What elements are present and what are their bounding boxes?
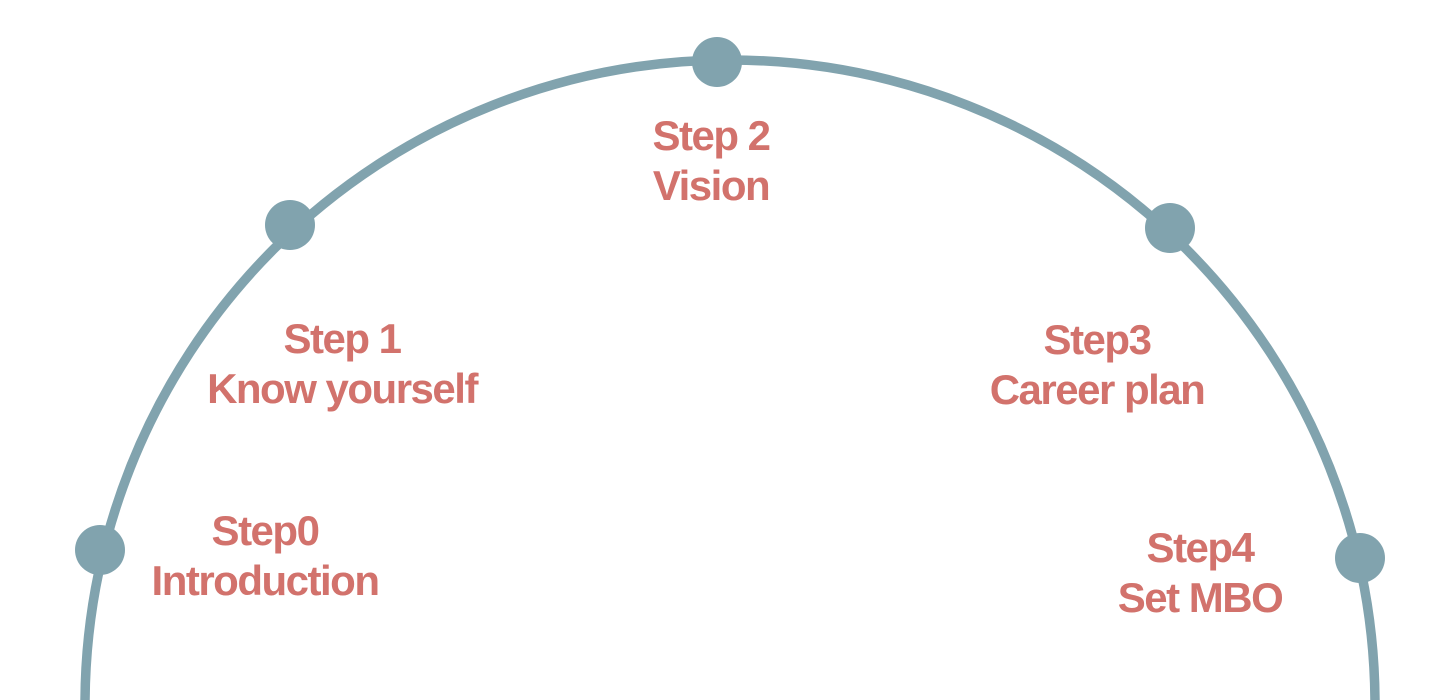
step-node-dot-0	[75, 525, 125, 575]
step-number-text: Step3	[1043, 316, 1152, 363]
step-node-dot-3	[1145, 203, 1195, 253]
step-node-dot-1	[265, 200, 315, 250]
step-node-dot-2	[692, 37, 742, 87]
step-number-text: Step4	[1146, 524, 1255, 571]
step-number-text: Step0	[211, 507, 320, 554]
step-title-text: Career plan	[989, 366, 1206, 413]
step-title-text: Know yourself	[207, 365, 478, 412]
step-title-text: Introduction	[151, 557, 380, 604]
step-nodes	[75, 37, 1385, 583]
step-number-text: Step 1	[283, 315, 402, 362]
step-number-text: Step 2	[652, 112, 771, 159]
step-title-text: Set MBO	[1117, 574, 1284, 621]
step-node-dot-4	[1335, 533, 1385, 583]
step-title-text: Vision	[652, 162, 771, 209]
